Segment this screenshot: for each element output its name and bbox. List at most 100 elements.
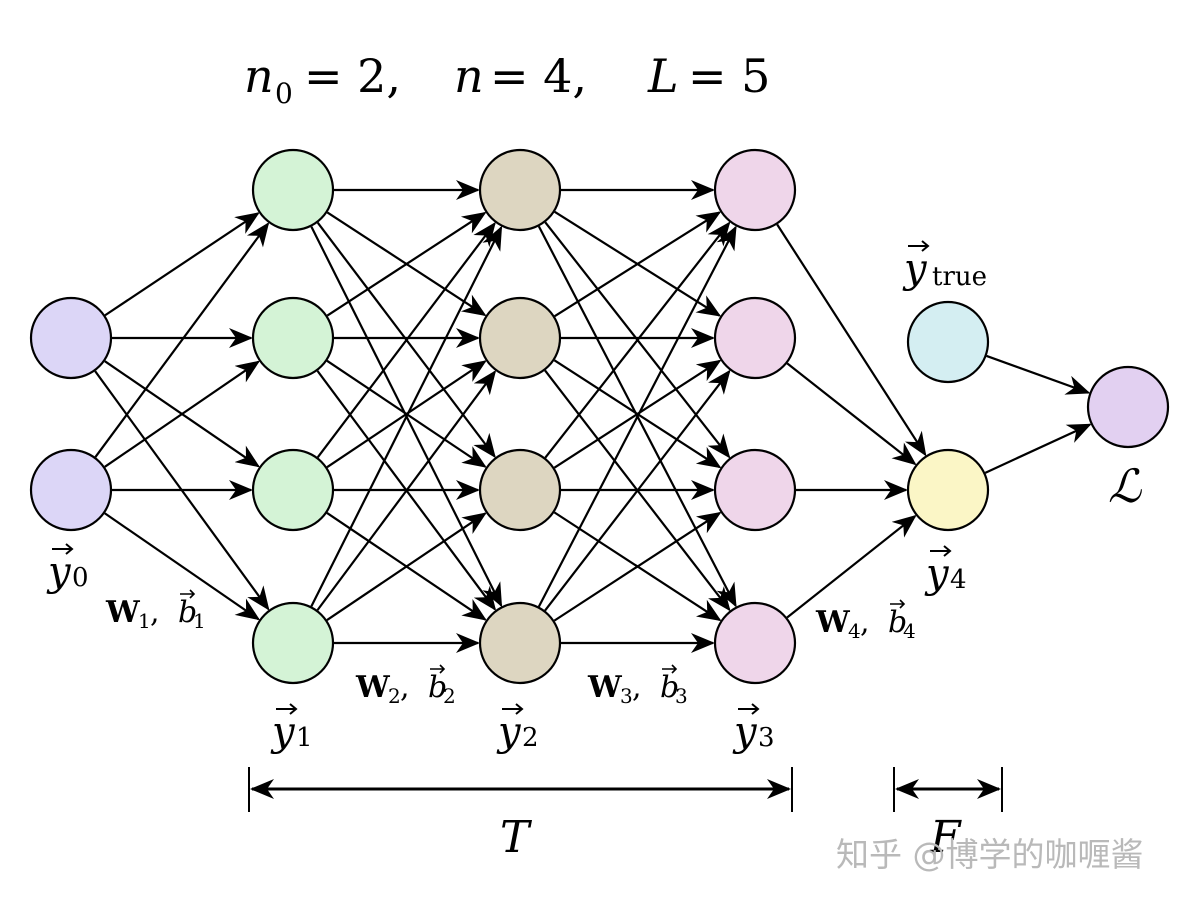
label-y1: 1 y 1: [270, 703, 313, 755]
label-ytrue-symbol: y: [902, 246, 928, 292]
title-n0-value: = 2,: [304, 49, 401, 103]
edge-l2-3-l3-0: [537, 225, 737, 608]
span-F-label: F: [929, 812, 962, 863]
weight-labels: W 1 , b 1 W 2 , b 2 W 3 , b 3 W 4 , b: [105, 589, 916, 708]
label-y3: y 3: [732, 703, 775, 755]
label-y4-subscript: 4: [950, 565, 967, 595]
weight-w2-subscript: 2: [388, 684, 401, 708]
label-y1-symbol-text: y: [270, 709, 296, 755]
node-layer2-2: [478, 448, 562, 532]
edge-l0-1-l1-0: [94, 222, 270, 458]
edge-ytrue-loss: [986, 354, 1091, 395]
node-layer2-1: [478, 296, 562, 380]
weight-w3-separator: ,: [632, 670, 642, 705]
edge-l1-3-l2-0: [310, 225, 503, 607]
node-loss: [1086, 365, 1170, 449]
weight-b2-symbol: b: [428, 670, 447, 705]
node-layer3-2: [713, 448, 797, 532]
title-n-value: = 4,: [490, 49, 587, 103]
vector-arrow-icon: [276, 703, 298, 715]
label-y1-subscript: 1: [296, 723, 313, 753]
edge-l0-0-l1-0: [104, 212, 260, 317]
node-layer1-0: [251, 148, 335, 232]
node-layer3-0: [713, 148, 797, 232]
label-y3-symbol: y: [732, 709, 758, 755]
edge-y4-loss: [984, 423, 1092, 474]
title-n-symbol: n: [454, 49, 484, 103]
node-layer2-3: [478, 601, 562, 685]
vector-arrow-icon: [908, 240, 930, 252]
weight-w1-symbol: W: [105, 595, 141, 630]
label-y0-symbol: y: [46, 549, 72, 595]
weight-b2-subscript: 2: [443, 684, 456, 708]
edge-l3-1-l4-0: [786, 362, 917, 466]
vector-arrow-icon: [930, 545, 952, 557]
edge-l1-2-l2-0: [316, 221, 496, 458]
edge-l2-1-l3-0: [554, 211, 722, 318]
node-layer0-0: [29, 296, 113, 380]
title-L-value: = 5: [688, 49, 770, 103]
vector-arrow-icon: [430, 664, 446, 674]
weight-w1-subscript: 1: [138, 609, 151, 633]
node-layer4-0: [906, 448, 990, 532]
node-layer2-0: [478, 148, 562, 232]
edge-l3-3-l4-0: [786, 514, 917, 619]
layer-labels: y 0 1 y 1 y 2 y 3 y 4 y true: [46, 240, 1142, 755]
node-layer3-3: [713, 601, 797, 685]
label-y4: y 4: [924, 545, 967, 597]
vector-arrow-icon: [662, 664, 678, 674]
span-F: F: [893, 767, 1003, 863]
title: n 0 = 2, n = 4, L = 5: [244, 49, 770, 110]
weight-w2-separator: ,: [400, 670, 410, 705]
weight-b4-symbol: b: [888, 605, 907, 640]
label-loss: ℒ: [1108, 459, 1142, 513]
weight-b1-symbol: b: [178, 595, 197, 630]
label-y2-symbol: y: [496, 709, 522, 755]
node-layer1-1: [251, 296, 335, 380]
vector-arrow-icon: [52, 543, 74, 555]
vector-arrow-icon: [502, 703, 524, 715]
weight-b3-symbol: b: [660, 670, 679, 705]
weight-w2-symbol: W: [355, 670, 391, 705]
weight-w1-separator: ,: [150, 595, 160, 630]
label-y3-subscript: 3: [758, 723, 775, 753]
label-y0-subscript: 0: [72, 563, 89, 593]
edge-l2-2-l3-0: [544, 221, 731, 459]
label-y2: y 2: [496, 703, 539, 755]
edge-l2-3-l3-1: [544, 369, 731, 612]
weight-label-4: W 4 , b 4: [815, 599, 916, 643]
vector-arrow-icon: [180, 589, 196, 599]
weight-w4-symbol: W: [815, 605, 851, 640]
vector-arrow-icon: [738, 703, 760, 715]
label-y2-subscript: 2: [522, 723, 539, 753]
weight-label-3: W 3 , b 3: [587, 664, 688, 708]
watermark: 知乎 @博学的咖喱酱: [836, 835, 1144, 874]
label-y0: y 0: [46, 543, 89, 595]
span-T-label: T: [500, 812, 533, 863]
weight-w3-symbol: W: [587, 670, 623, 705]
weight-b1-subscript: 1: [193, 609, 206, 633]
node-layer0-1: [29, 448, 113, 532]
edges: [94, 180, 1092, 653]
edge-l3-0-l4-0: [776, 223, 927, 457]
label-ytrue-subscript: true: [932, 262, 987, 292]
edge-l1-2-l2-1: [326, 360, 487, 469]
weight-w4-subscript: 4: [848, 619, 861, 643]
edge-l2-2-l3-1: [553, 359, 722, 469]
vector-arrow-icon: [890, 599, 906, 609]
node-layer1-2: [251, 448, 335, 532]
edge-l2-3-l3-2: [553, 511, 722, 622]
weight-b4-subscript: 4: [903, 619, 916, 643]
edge-l1-1-l2-0: [326, 211, 487, 317]
weight-label-1: W 1 , b 1: [105, 589, 206, 633]
nodes: [29, 148, 1170, 685]
label-y4-symbol: y: [924, 551, 950, 597]
edge-l0-1-l1-1: [104, 360, 260, 468]
weight-w4-separator: ,: [860, 605, 870, 640]
edge-l0-1-l1-3: [104, 512, 261, 621]
edge-l1-3-l2-2: [326, 512, 487, 621]
title-n0-subscript: 0: [275, 77, 293, 110]
span-T: T: [248, 767, 793, 863]
weight-b3-subscript: 3: [675, 684, 688, 708]
